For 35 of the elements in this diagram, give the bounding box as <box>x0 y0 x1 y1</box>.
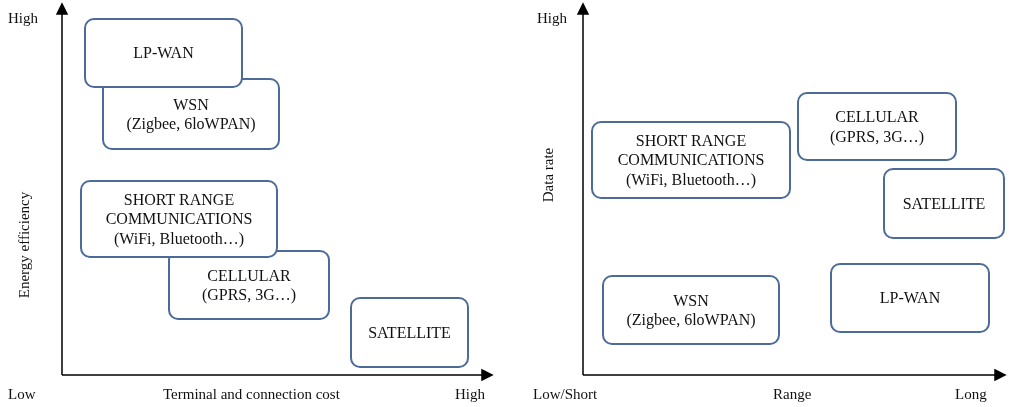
box-text: WSN <box>673 290 709 310</box>
box-text: (Zigbee, 6loWPAN) <box>126 114 256 134</box>
axis-label: Range <box>773 386 812 403</box>
axis-title: Data rate <box>539 147 557 203</box>
box-text: (GPRS, 3G…) <box>829 126 925 146</box>
axis-label: Long <box>955 386 987 403</box>
axis-label: Terminal and connection cost <box>163 386 340 403</box>
box-text: SATELLITE <box>368 322 451 343</box>
box-text: WSN <box>173 94 209 114</box>
axis-title: Energy efficiency <box>15 191 33 299</box>
category-box <box>797 92 957 161</box>
category-box <box>350 297 469 368</box>
axis-label: Low/Short <box>533 386 598 403</box>
box-text: CELLULAR <box>207 265 291 285</box>
category-box <box>830 263 990 333</box>
axis-label: High <box>537 10 567 27</box>
category-box <box>168 250 330 320</box>
box-text: (GPRS, 3G…) <box>201 285 297 305</box>
box-text: SHORT RANGE COMMUNICATIONS <box>616 131 766 170</box>
box-text: (Zigbee, 6loWPAN) <box>626 310 756 330</box>
box-text: (WiFi, Bluetooth…) <box>626 169 756 189</box>
box-text: (WiFi, Bluetooth…) <box>114 228 244 248</box>
box-text: SHORT RANGE COMMUNICATIONS <box>104 190 254 229</box>
category-box <box>591 121 791 199</box>
box-text: LP-WAN <box>879 288 941 308</box>
axis-label: High <box>8 10 38 27</box>
category-box <box>84 18 243 88</box>
axis-label: Low <box>8 386 36 403</box>
box-text: LP-WAN <box>133 43 194 63</box>
box-text: CELLULAR <box>835 107 919 127</box>
category-box <box>80 180 278 258</box>
category-box <box>602 275 780 345</box>
axis-label: High <box>455 386 485 403</box>
category-box <box>883 168 1005 239</box>
box-text: SATELLITE <box>902 193 986 214</box>
